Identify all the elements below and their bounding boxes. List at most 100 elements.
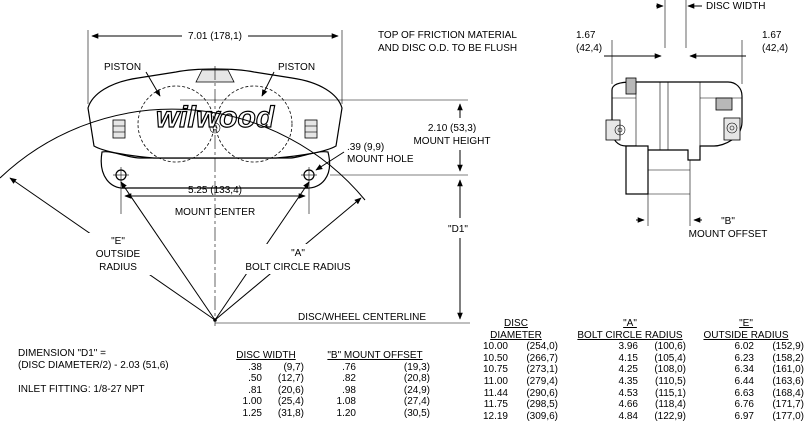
outside-radius-mm: (163,6) bbox=[772, 375, 804, 387]
bolt-circle-inch: 4.25 bbox=[618, 364, 638, 376]
radius-table-row: 10.75 (273,1) 4.25 (108,0) 6.34 (161,0) bbox=[466, 364, 804, 376]
mount-offset-mm: (27,4) bbox=[403, 396, 430, 408]
radius-table: DISC DIAMETER "A" BOLT CIRCLE RADIUS "E"… bbox=[466, 318, 804, 422]
disc-diameter-inch: 10.50 bbox=[482, 352, 508, 364]
radius-header-bolt-circle: "A" BOLT CIRCLE RADIUS bbox=[577, 318, 683, 341]
bolt-circle-inch: 4.15 bbox=[618, 352, 638, 364]
offset-table-row: 1.25(31,8)1.20(30,5) bbox=[228, 408, 430, 420]
mount-offset-inch: .82 bbox=[342, 373, 356, 385]
disc-width-mm: (12,7) bbox=[277, 373, 304, 385]
disc-diameter-inch: 11.75 bbox=[483, 399, 508, 411]
piston-label-left: PISTON bbox=[104, 62, 141, 73]
e-label-mask bbox=[80, 233, 152, 275]
outside-radius-mm: (168,4) bbox=[772, 387, 804, 399]
disc-width-mm: (20,6) bbox=[277, 384, 304, 396]
caliper-side-view bbox=[605, 77, 743, 195]
mount-offset-mm: (20,8) bbox=[403, 373, 430, 385]
radius-table-row: 10.50 (266,7) 4.15 (105,4) 6.23 (158,2) bbox=[466, 353, 804, 365]
radius-table-body: 10.00(254,0)3.96(100,6)6.02(152,9)10.50(… bbox=[466, 341, 804, 422]
mount-offset-inch: 1.08 bbox=[336, 396, 356, 408]
disc-diameter-inch: 11.44 bbox=[483, 387, 508, 399]
e-label-line2: OUTSIDE bbox=[96, 249, 141, 260]
offset-table-row: .81 (20,6) .98 (24,9) bbox=[228, 385, 430, 397]
mount-offset-mm: (24,9) bbox=[403, 384, 430, 396]
piston-circle-left bbox=[137, 85, 215, 163]
bolt-circle-inch: 4.66 bbox=[618, 399, 638, 411]
side-view-dimensions: 1.67 (42,4) 1.67 (42,4) DISC WIDTH "B" M… bbox=[576, 0, 788, 240]
outside-radius-mm: (177,0) bbox=[772, 410, 804, 422]
radius-header-outside-radius: "E" OUTSIDE RADIUS bbox=[703, 318, 789, 341]
piston-label-right: PISTON bbox=[278, 62, 315, 73]
disc-diameter-mm: (290,6) bbox=[526, 387, 558, 399]
centerline-label: DISC/WHEEL CENTERLINE bbox=[298, 312, 426, 323]
side-left-value: 1.67 bbox=[576, 30, 596, 41]
outside-radius-inch: 6.76 bbox=[734, 399, 754, 411]
d1-dimension: "D1" DISC/WHEEL CENTERLINE bbox=[215, 179, 470, 324]
inlet-fitting-note: INLET FITTING: 1/8-27 NPT bbox=[18, 384, 145, 395]
bolt-circle-inch: 4.35 bbox=[618, 375, 638, 387]
bolt-circle-mm: (100,6) bbox=[654, 341, 686, 353]
offset-header-mount-offset: "B" MOUNT OFFSET bbox=[327, 350, 423, 361]
a-label-mask bbox=[236, 244, 362, 274]
a-label-line2: BOLT CIRCLE RADIUS bbox=[245, 262, 351, 273]
disc-diameter-inch: 11.00 bbox=[483, 375, 508, 387]
bolt-circle-inch: 4.84 bbox=[618, 410, 638, 422]
disc-diameter-mm: (279,4) bbox=[526, 375, 558, 387]
disc-width-inch: .50 bbox=[248, 373, 262, 385]
piston-circle-right bbox=[215, 85, 293, 163]
d1-formula-line1: DIMENSION "D1" = bbox=[18, 348, 106, 359]
disc-diameter-mm: (266,7) bbox=[526, 352, 558, 364]
outside-radius-mm: (158,2) bbox=[772, 352, 804, 364]
mount-bracket bbox=[100, 151, 331, 189]
disc-diameter-inch: 10.75 bbox=[482, 364, 508, 376]
outside-radius-inch: 6.34 bbox=[734, 364, 754, 376]
disc-width-inch: 1.25 bbox=[242, 407, 262, 419]
disc-diameter-mm: (273,1) bbox=[526, 364, 558, 376]
offset-table: DISC WIDTH "B" MOUNT OFFSET .38(9,7).76(… bbox=[228, 350, 430, 420]
disc-width-inch: 1.00 bbox=[242, 396, 262, 408]
bolt-circle-mm: (108,0) bbox=[654, 364, 686, 376]
disc-width-inch: .81 bbox=[248, 384, 262, 396]
mount-offset-inch: .98 bbox=[342, 384, 356, 396]
outside-radius-inch: 6.23 bbox=[734, 352, 754, 364]
b-label-line1: "B" bbox=[721, 216, 735, 227]
side-bleeder-right bbox=[723, 117, 741, 141]
disc-diameter-inch: 10.00 bbox=[482, 341, 508, 353]
disc-width-inch: .38 bbox=[248, 361, 262, 373]
mount-hole-value: .39 (9,9) bbox=[347, 142, 384, 153]
bolt-circle-mm: (122,9) bbox=[654, 410, 686, 422]
outside-radius-mm: (171,7) bbox=[772, 399, 804, 411]
mount-offset-mm: (30,5) bbox=[403, 407, 430, 419]
radius-table-row: 11.44(290,6)4.53(115,1)6.63(168,4) bbox=[466, 388, 804, 400]
disc-width-mm: (25,4) bbox=[277, 396, 304, 408]
bolt-circle-mm: (115,1) bbox=[655, 387, 686, 399]
side-left-metric: (42,4) bbox=[576, 43, 602, 54]
side-fitting-right bbox=[715, 97, 733, 111]
outside-radius-inch: 6.97 bbox=[734, 410, 754, 422]
bolt-circle-inch: 3.96 bbox=[618, 341, 638, 353]
outside-radius-inch: 6.02 bbox=[734, 341, 754, 353]
outside-radius-inch: 6.44 bbox=[734, 375, 754, 387]
radius-table-header: DISC DIAMETER "A" BOLT CIRCLE RADIUS "E"… bbox=[466, 318, 804, 341]
top-note-line1: TOP OF FRICTION MATERIAL bbox=[378, 30, 517, 41]
mount-height-label: MOUNT HEIGHT bbox=[413, 136, 490, 147]
mount-height-value: 2.10 (53,3) bbox=[428, 123, 476, 134]
bleeder-right bbox=[304, 119, 318, 139]
outside-radius-mm: (161,0) bbox=[772, 364, 804, 376]
offset-table-row: .50 (12,7) .82 (20,8) bbox=[228, 373, 430, 385]
overall-width-value: 7.01 (178,1) bbox=[188, 31, 242, 42]
mount-hole-label: MOUNT HOLE bbox=[347, 154, 414, 165]
brand-logo: wilwood bbox=[156, 101, 275, 134]
mount-height-dimension: 2.10 (53,3) MOUNT HEIGHT bbox=[180, 99, 491, 176]
top-note-line2: AND DISC O.D. TO BE FLUSH bbox=[378, 43, 517, 54]
mount-offset-inch: .76 bbox=[342, 361, 356, 373]
bolt-circle-mm: (118,4) bbox=[655, 399, 686, 411]
disc-diameter-mm: (254,0) bbox=[526, 341, 558, 353]
disc-diameter-inch: 12.19 bbox=[482, 410, 508, 422]
disc-width-mm: (9,7) bbox=[283, 361, 304, 373]
offset-table-row: 1.00 (25,4) 1.08 (27,4) bbox=[228, 396, 430, 408]
caliper-front-view: wilwood bbox=[87, 68, 343, 189]
bolt-circle-mm: (105,4) bbox=[654, 352, 686, 364]
bolt-circle-mm: (110,5) bbox=[655, 375, 686, 387]
